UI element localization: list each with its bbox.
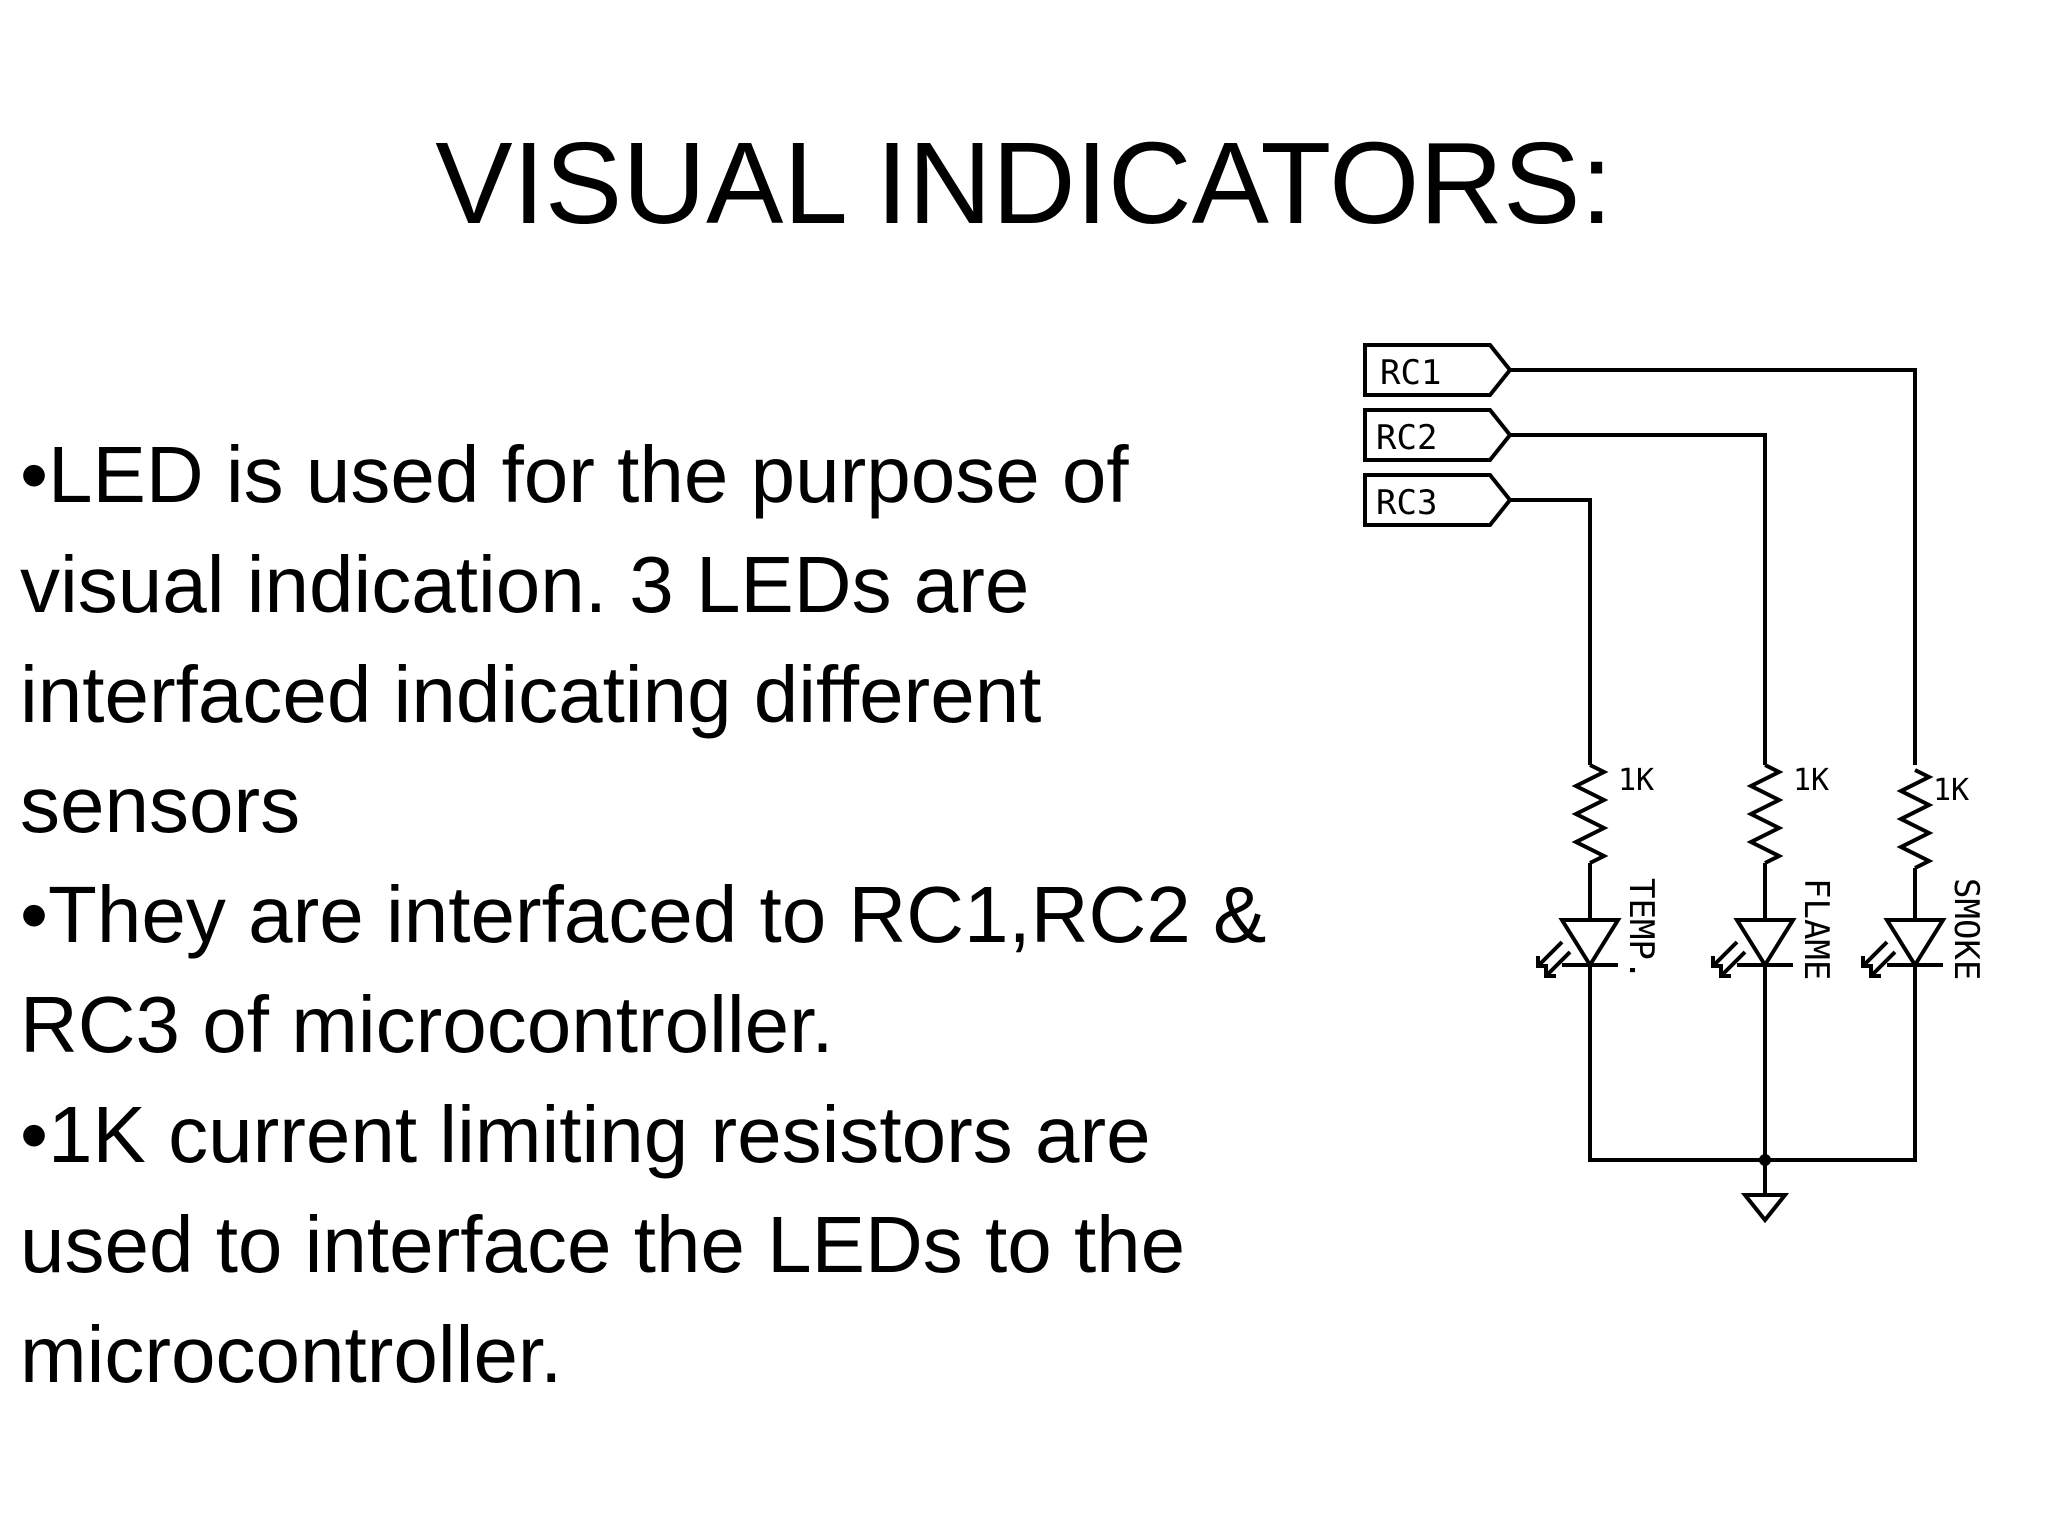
- wire-rc3: [1510, 498, 1592, 765]
- port-label-rc2: RC2: [1376, 418, 1437, 458]
- bullet-symbol: •: [20, 430, 49, 519]
- port-rc2: RC2: [1363, 408, 1513, 462]
- resistor-label: 1K: [1933, 773, 1969, 808]
- wire-rc1: [1510, 368, 1917, 765]
- ground-symbol: [1740, 1193, 1790, 1224]
- bullet-text: 1K current limiting resistors are used t…: [20, 1090, 1186, 1399]
- bullet-item: •They are interfaced to RC1,RC2 & RC3 of…: [20, 860, 1270, 1080]
- led-temp: [1536, 918, 1622, 978]
- led-circuit-diagram: RC1 RC2 RC3 1K 1K 1K: [1363, 343, 1986, 1224]
- bullet-item: •1K current limiting resistors are used …: [20, 1080, 1270, 1410]
- slide-title: VISUAL INDICATORS:: [435, 118, 1613, 248]
- resistor-flame: 1K: [1746, 763, 1829, 865]
- led-label-smoke: SMOKE: [1946, 878, 1986, 980]
- led-smoke: [1861, 918, 1947, 978]
- port-label-rc1: RC1: [1380, 353, 1441, 393]
- led-flame: [1711, 918, 1797, 978]
- resistor-label: 1K: [1793, 763, 1829, 798]
- port-rc3: RC3: [1363, 473, 1513, 527]
- bullet-list: •LED is used for the purpose of visual i…: [20, 420, 1270, 1410]
- wire-rc2: [1510, 433, 1767, 765]
- port-rc1: RC1: [1363, 343, 1513, 397]
- resistor-temp: 1K: [1571, 763, 1654, 865]
- resistor-label: 1K: [1618, 763, 1654, 798]
- port-label-rc3: RC3: [1376, 483, 1437, 523]
- junction-dot: [1759, 1154, 1771, 1166]
- resistor-smoke: 1K: [1896, 768, 1969, 870]
- bullet-text: LED is used for the purpose of visual in…: [20, 430, 1129, 849]
- bullet-symbol: •: [20, 1090, 49, 1179]
- ground-bus: [1588, 965, 1917, 1162]
- bullet-text: They are interfaced to RC1,RC2 & RC3 of …: [20, 870, 1267, 1069]
- led-label-temp: TEMP.: [1621, 878, 1661, 980]
- bullet-item: •LED is used for the purpose of visual i…: [20, 420, 1270, 860]
- bullet-symbol: •: [20, 870, 49, 959]
- led-label-flame: FLAME: [1796, 878, 1836, 980]
